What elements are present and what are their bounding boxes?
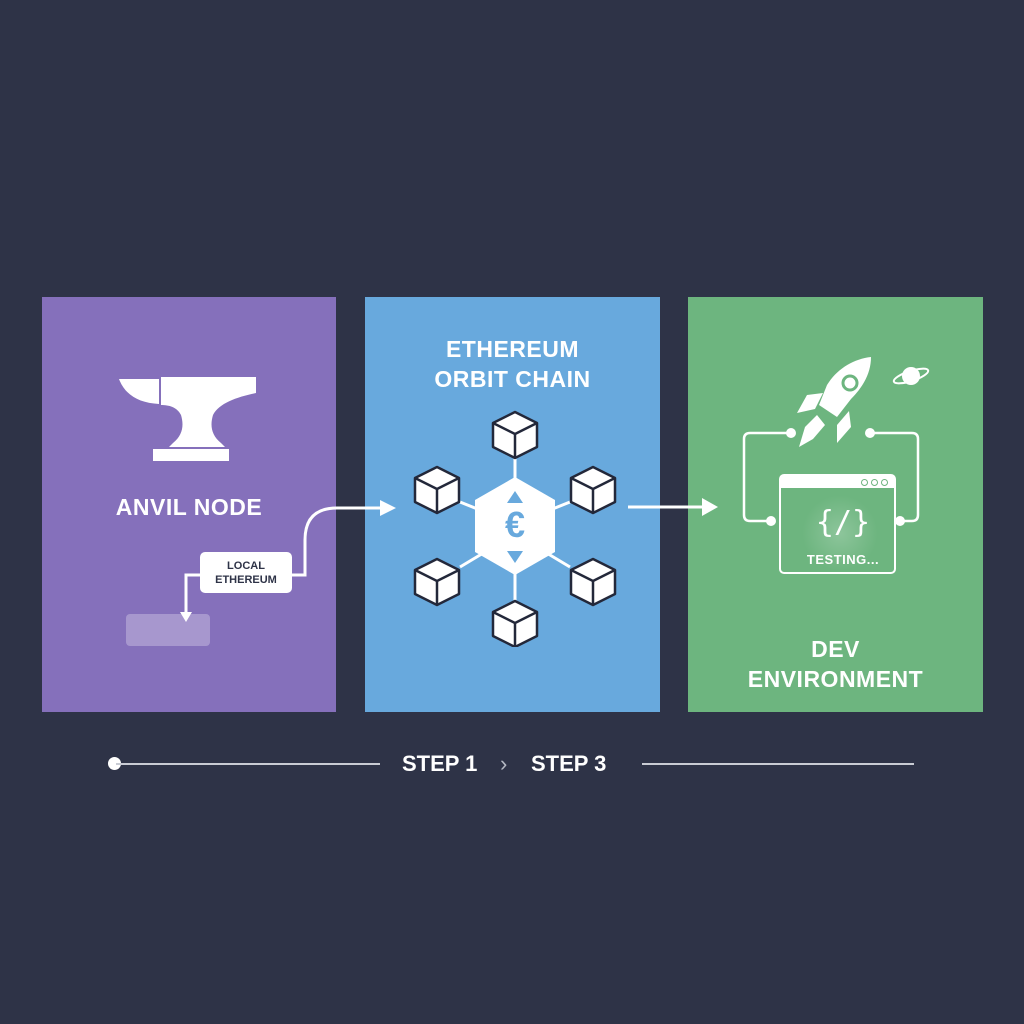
- chevron-right-icon: ›: [500, 751, 508, 776]
- blockchain-network-icon: €: [413, 410, 617, 647]
- planet-icon: [892, 367, 930, 385]
- step-3-label: STEP 3: [531, 751, 607, 776]
- step-1-label: STEP 1: [402, 751, 478, 776]
- orbit-title-line1: ETHEREUM: [445, 336, 580, 362]
- stepper-line-right: [642, 763, 914, 765]
- local-label-line2: ETHEREUM: [215, 573, 277, 586]
- orbit-chain-panel: ETHEREUM ORBIT CHAIN €: [365, 297, 660, 712]
- window-dots: [861, 479, 888, 486]
- code-window-icon: [779, 474, 896, 574]
- stepper-line-left: [116, 763, 380, 765]
- orbit-title-line2: ORBIT CHAIN: [434, 366, 591, 392]
- local-label-line1: LOCAL: [227, 559, 265, 572]
- local-ethereum-label: LOCAL ETHEREUM: [200, 552, 292, 593]
- local-to-target-arrow: [184, 573, 200, 615]
- anvil-node-panel: ANVIL NODE LOCAL ETHEREUM: [42, 297, 336, 712]
- dev-title-line2: ENVIRONMENT: [747, 666, 924, 692]
- stepper-start-dot: [108, 757, 121, 770]
- rocket-icon: [797, 357, 871, 447]
- anvil-node-title: ANVIL NODE: [115, 494, 263, 520]
- euro-symbol: €: [505, 504, 525, 545]
- code-glow: [802, 495, 878, 571]
- local-target-box: [126, 614, 210, 646]
- code-glyph: {/}: [815, 505, 871, 540]
- anvil-icon: [119, 377, 256, 461]
- anvil-to-orbit-arrow: [292, 506, 382, 577]
- dev-title-line1: DEV: [811, 636, 860, 662]
- testing-status: TESTING...: [806, 552, 880, 567]
- orbit-chain-title: ETHEREUM ORBIT CHAIN: [365, 334, 660, 394]
- connector-lines: [742, 428, 920, 526]
- dev-environment-panel: {/} TESTING... DEV ENVIRONMENT: [688, 297, 983, 712]
- dev-environment-title: DEV ENVIRONMENT: [688, 634, 983, 694]
